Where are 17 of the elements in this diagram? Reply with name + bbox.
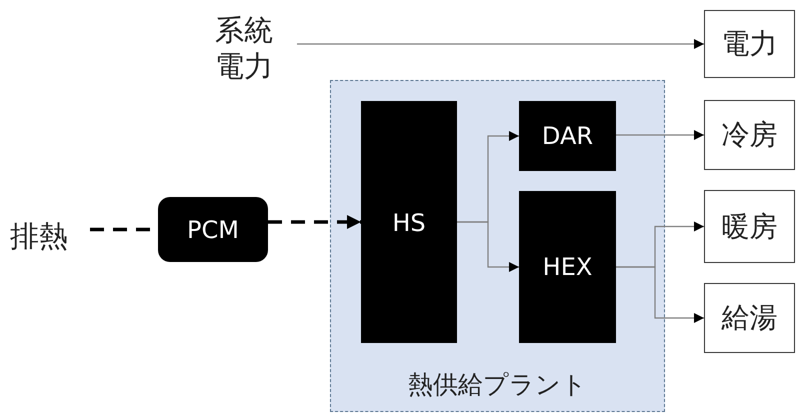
panel-title: 熱供給プラント bbox=[407, 369, 588, 401]
process-block: DAR bbox=[519, 101, 616, 171]
output-box: 冷房 bbox=[704, 100, 795, 170]
arrow bbox=[616, 266, 704, 323]
output-box: 給湯 bbox=[704, 283, 795, 353]
process-block: HEX bbox=[519, 191, 616, 343]
plant-panel bbox=[330, 80, 665, 412]
arrow bbox=[616, 130, 704, 140]
storage-block: PCM bbox=[158, 197, 268, 262]
arrow bbox=[268, 215, 361, 229]
grid-power-label: 系統電力 bbox=[215, 12, 285, 88]
arrow bbox=[297, 39, 704, 49]
process-block: HS bbox=[361, 101, 457, 343]
output-box: 電力 bbox=[704, 10, 795, 78]
source-label: 排熱 bbox=[10, 218, 76, 254]
arrow bbox=[457, 221, 519, 272]
output-box: 暖房 bbox=[704, 190, 795, 263]
